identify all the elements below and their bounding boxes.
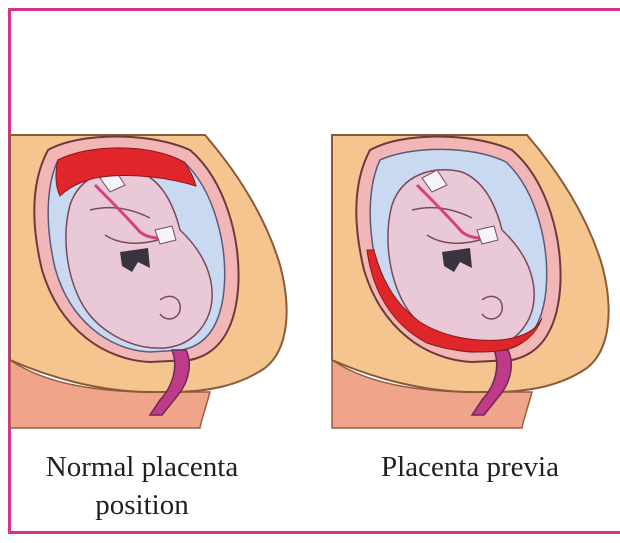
placenta-previa-diagram — [332, 135, 609, 428]
caption-previa-line1: Placenta previa — [345, 448, 595, 486]
caption-normal-line2: position — [22, 486, 262, 524]
caption-normal-placenta: Normal placenta position — [22, 448, 262, 524]
caption-placenta-previa: Placenta previa — [345, 448, 595, 486]
caption-normal-line1: Normal placenta — [22, 448, 262, 486]
normal-placenta-diagram — [10, 135, 287, 428]
